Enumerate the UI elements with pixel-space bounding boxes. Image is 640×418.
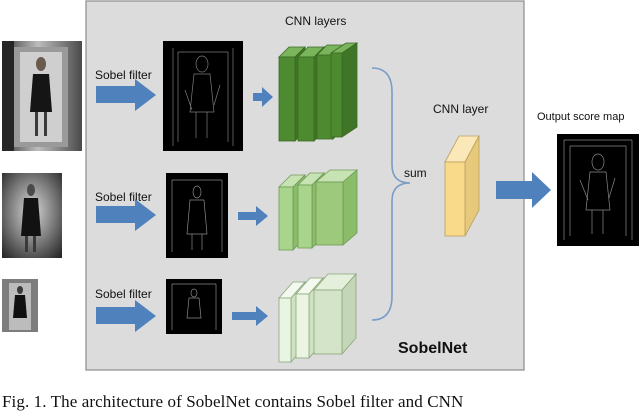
sobel-filter-label: Sobel filter [95,68,152,82]
sobel-edge-map-3 [166,279,222,334]
arrow-icon [232,306,268,326]
cnn-branch-2 [278,169,359,251]
sobel-filter-label: Sobel filter [95,287,152,301]
output-score-map [557,134,639,246]
cnn-layer-block [329,42,359,138]
cnn-layer-label: CNN layer [433,102,488,116]
input-image-small [2,279,38,332]
arrow-icon [96,300,156,332]
sum-brace [371,67,411,321]
output-score-map-label: Output score map [537,111,624,123]
sobelnet-title: SobelNet [398,340,468,357]
cnn-layer-block [313,272,357,356]
sobel-edge-map-2 [166,173,228,258]
arrow-icon [253,87,273,107]
sum-label: sum [404,166,427,180]
output-arrow-icon [496,172,551,208]
input-image-medium [2,173,62,258]
figure-caption: Fig. 1. The architecture of SobelNet con… [2,392,464,411]
arrow-icon [96,199,156,231]
sobel-arrows [96,79,156,332]
input-image-large [2,41,82,151]
cnn-layers-label: CNN layers [285,14,346,28]
cnn-layer-block [314,169,359,246]
final-cnn-layer [444,135,480,237]
arrow-icon [96,79,156,111]
cnn-input-arrows [232,87,273,326]
arrow-icon [238,206,268,226]
sobel-edge-map-1 [163,41,243,151]
sobel-filter-label: Sobel filter [95,190,152,204]
cnn-branch-1 [278,42,359,142]
cnn-branch-3 [278,272,357,364]
